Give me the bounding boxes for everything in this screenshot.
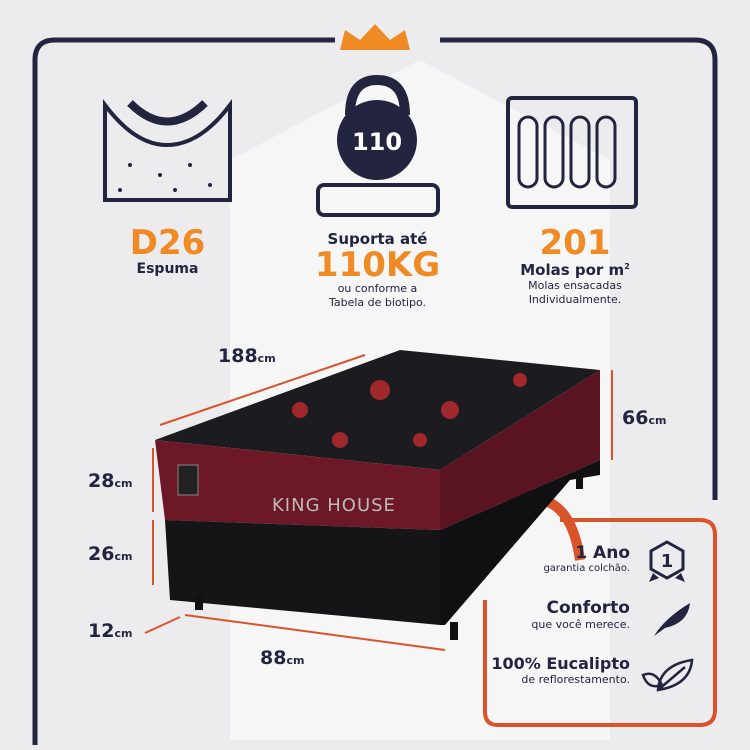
weight-desc-2: Tabela de biotipo. [328,296,427,309]
feature-springs: 201 Molas por m2 Molas ensacadas Individ… [500,225,650,307]
crown-icon [340,24,410,50]
feather-icon [654,603,690,636]
springs-desc-1: Molas ensacadas [528,279,622,292]
feature-weight: Suporta até 110KG ou conforme a Tabela d… [300,230,455,310]
benefit-title: 100% Eucalipto [491,654,630,673]
dim-feet: 12cm [88,620,132,642]
dim-base-height: 26cm [88,543,132,565]
brand-logo: KING HOUSE [272,495,396,516]
springs-value: 201 [539,223,611,263]
benefit-title: Conforto [546,598,630,618]
foam-icon [102,99,232,202]
density-value: D26 [129,223,206,263]
weight-value-text: 110KG [314,245,441,285]
dim-total-height: 66cm [622,407,666,429]
feature-density: D26 Espuma [95,225,240,277]
leaf-icon [641,658,694,692]
unit: cm [114,550,133,563]
kettlebell-icon: 110 [316,74,440,217]
width-value: 88 [260,647,287,669]
unit: cm [114,477,133,490]
benefit-subtitle: que você merece. [531,618,630,631]
length-value: 188 [218,345,258,367]
dim-top-height: 28cm [88,470,132,492]
medal-icon: 1 [649,540,685,582]
unit: cm [648,414,667,427]
benefit-eucalyptus: 100% Eucalipto de reflorestamento. [480,654,630,686]
unit: cm [286,654,305,667]
top-height-value: 28 [88,470,115,492]
unit: cm [257,352,276,365]
benefit-subtitle: garantia colchão. [543,563,630,574]
benefit-comfort: Conforto que você merece. [490,598,630,631]
springs-label: Molas por m [520,261,625,279]
weight-value: 110 [352,128,402,156]
springs-desc-2: Individualmente. [528,293,622,306]
weight-title: Suporta até [327,230,428,248]
weight-desc-1: ou conforme a [337,282,418,295]
dim-length: 188cm [218,345,276,367]
height-value: 66 [622,407,649,429]
medal-number: 1 [661,551,674,572]
dim-width: 88cm [260,647,304,669]
unit: cm [114,627,133,640]
benefit-title: 1 Ano [575,543,630,563]
springs-icon [506,96,638,209]
feet-value: 12 [88,620,115,642]
benefit-subtitle: de reflorestamento. [521,673,630,686]
density-label: Espuma [136,261,199,277]
benefit-warranty: 1 Ano garantia colchão. [490,543,630,574]
base-height-value: 26 [88,543,115,565]
springs-sup: 2 [624,262,630,271]
